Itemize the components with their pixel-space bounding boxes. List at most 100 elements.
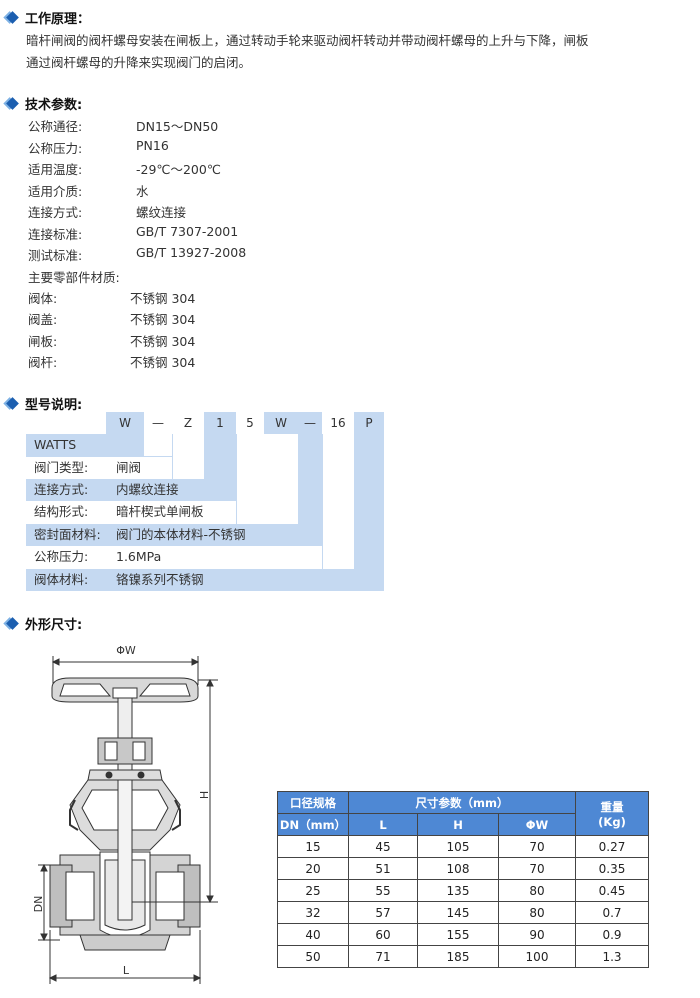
materials-title-text: 主要零部件材质: <box>28 270 120 285</box>
diamond-bullet-icon <box>6 617 19 630</box>
spec-key: 适用介质: <box>28 184 83 199</box>
diamond-bullet-icon <box>6 397 19 410</box>
table-cell: 70 <box>498 835 576 858</box>
material-key: 阀体: <box>28 291 58 306</box>
spec-key: 公称通径: <box>28 119 83 134</box>
table-header-cell: L <box>348 813 418 836</box>
model-row: WATTS <box>26 434 144 456</box>
model-code-cell: W <box>264 412 298 434</box>
table-cell: 135 <box>417 879 499 902</box>
model-code-cell: P <box>354 412 384 434</box>
table-cell: 70 <box>498 857 576 880</box>
table-cell: 0.45 <box>575 879 649 902</box>
diamond-bullet-icon <box>6 11 19 24</box>
model-row: 结构形式: 暗杆楔式单闸板 <box>26 501 237 523</box>
material-value: 不锈钢 304 <box>130 291 196 306</box>
l-label: L <box>123 964 130 977</box>
weight-header-top: 重量 <box>600 799 624 814</box>
model-value: 暗杆楔式单闸板 <box>116 504 204 519</box>
model-code-cell: — <box>298 412 322 434</box>
spec-value: DN15～DN50 <box>136 119 219 134</box>
model-code-cell: — <box>152 416 164 430</box>
model-value: 铬镍系列不锈钢 <box>116 572 204 587</box>
section-title-specs: 技术参数: <box>6 94 82 113</box>
model-key: 结构形式: <box>34 504 89 519</box>
model-row: 密封面材料: 阀门的本体材料-不锈钢 <box>26 524 322 546</box>
model-key: 密封面材料: <box>34 527 101 542</box>
spec-key: 连接标准: <box>28 227 83 242</box>
table-cell: 105 <box>417 835 499 858</box>
spec-value: -29℃～200℃ <box>136 162 221 177</box>
model-key: 公称压力: <box>34 549 89 564</box>
model-key: 阀门类型: <box>34 460 89 475</box>
model-value: 阀门的本体材料-不锈钢 <box>116 527 246 542</box>
material-value: 不锈钢 304 <box>130 355 196 370</box>
table-cell: 50 <box>277 945 349 968</box>
table-header-cell: ΦW <box>498 813 576 836</box>
model-code-cell: 16 <box>330 416 346 430</box>
model-key: 连接方式: <box>34 482 89 497</box>
section-title-principle: 工作原理： <box>6 8 90 27</box>
model-code-cell: 5 <box>246 416 254 430</box>
table-cell: 45 <box>348 835 418 858</box>
table-cell: 0.35 <box>575 857 649 880</box>
spec-key: 适用温度: <box>28 162 83 177</box>
table-header-cell: 尺寸参数（mm） <box>348 791 576 814</box>
model-connector <box>354 434 384 591</box>
model-row: 公称压力:1.6MPa <box>26 546 323 568</box>
table-header-cell: H <box>417 813 499 836</box>
model-value: 闸阀 <box>116 460 142 475</box>
h-arrow-icon <box>206 678 214 904</box>
model-row: 阀体材料: 铬镍系列不锈钢 <box>26 569 384 591</box>
table-cell: 55 <box>348 879 418 902</box>
material-value: 不锈钢 304 <box>130 334 196 349</box>
principle-paragraph: 暗杆闸阀的阀杆螺母安装在闸板上，通过转动手轮来驱动阀杆转动并带动阀杆螺母的上升与… <box>26 30 676 74</box>
spec-value: GB/T 7307-2001 <box>136 224 239 239</box>
model-row: 连接方式:内螺纹连接 <box>26 479 236 501</box>
table-cell: 80 <box>498 879 576 902</box>
table-cell: 71 <box>348 945 418 968</box>
table-cell: 100 <box>498 945 576 968</box>
table-cell: 1.3 <box>575 945 649 968</box>
model-row: 阀门类型: 闸阀 <box>26 456 173 479</box>
table-cell: 25 <box>277 879 349 902</box>
l-arrow-icon <box>48 974 202 982</box>
table-header-cell: 口径规格 <box>277 791 349 814</box>
spec-key: 测试标准: <box>28 248 83 263</box>
material-value: 不锈钢 304 <box>130 312 196 327</box>
material-key: 阀杆: <box>28 355 58 370</box>
model-code-cell: 1 <box>204 412 236 434</box>
section-title-model: 型号说明: <box>6 394 82 413</box>
table-cell: 0.7 <box>575 901 649 924</box>
table-cell: 90 <box>498 923 576 946</box>
table-cell: 32 <box>277 901 349 924</box>
table-cell: 60 <box>348 923 418 946</box>
h-label: H <box>198 791 211 799</box>
table-cell: 80 <box>498 901 576 924</box>
table-cell: 108 <box>417 857 499 880</box>
table-cell: 51 <box>348 857 418 880</box>
table-cell: 155 <box>417 923 499 946</box>
table-cell: 0.9 <box>575 923 649 946</box>
model-code-cell: Z <box>183 416 193 430</box>
table-cell: 0.27 <box>575 835 649 858</box>
w-arrow-icon <box>51 658 200 666</box>
weight-header-bottom: (Kg) <box>598 814 626 829</box>
model-connector-line <box>172 434 174 456</box>
principle-line: 通过阀杆螺母的升降来实现阀门的启闭。 <box>26 55 252 70</box>
material-key: 闸板: <box>28 334 58 349</box>
diamond-bullet-icon <box>6 97 19 110</box>
section-title-text: 型号说明: <box>25 398 83 413</box>
table-cell: 40 <box>277 923 349 946</box>
table-cell: 20 <box>277 857 349 880</box>
dn-label: DN <box>32 896 45 913</box>
model-connector-line <box>236 434 238 524</box>
model-key: 阀体材料: <box>34 572 89 587</box>
